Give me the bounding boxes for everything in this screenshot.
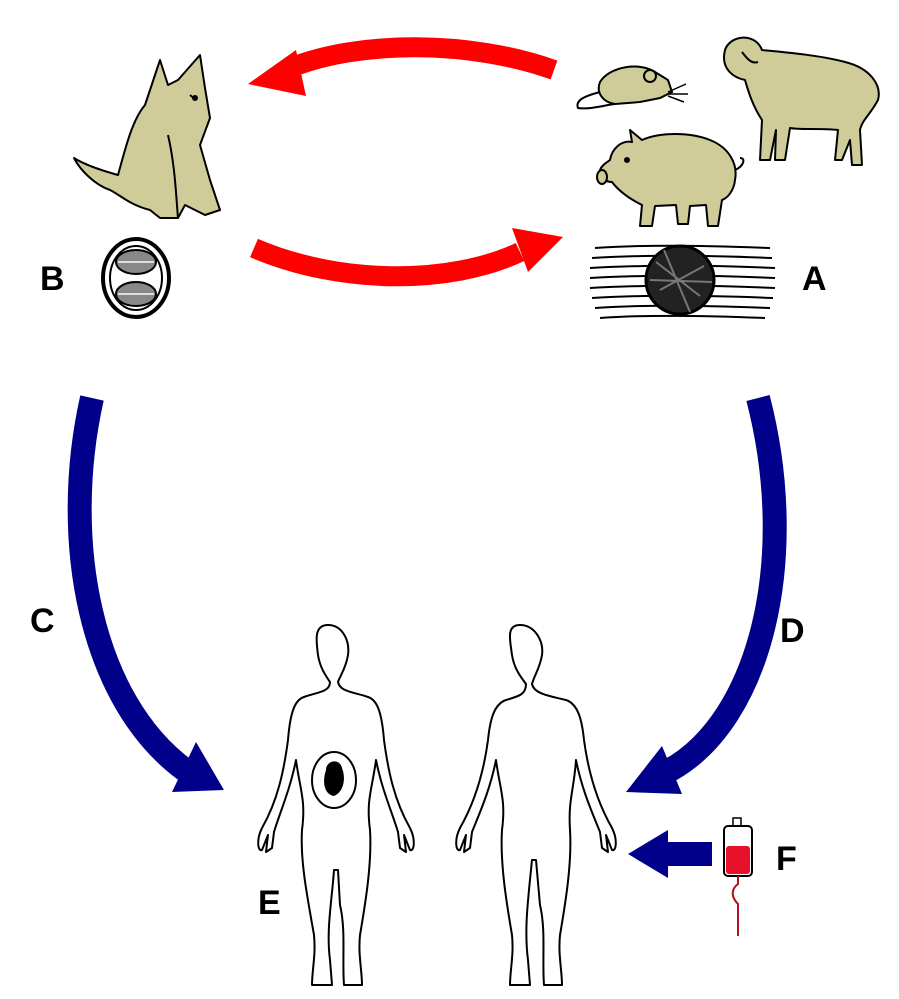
red-arrow-top [248, 47, 554, 96]
pregnant-woman-icon [258, 625, 414, 985]
cat-icon [74, 55, 220, 218]
blue-arrow-f [628, 830, 712, 878]
tissue-cyst-icon [590, 246, 775, 318]
label-c: C [30, 604, 55, 638]
red-arrow-bottom [254, 228, 563, 276]
label-d: D [780, 614, 805, 648]
sheep-icon [724, 38, 879, 165]
blue-arrow-c [80, 398, 224, 792]
mouse-icon [577, 67, 688, 109]
blood-bag-icon [724, 818, 752, 936]
label-a: A [802, 262, 827, 296]
pig-icon [597, 130, 743, 226]
oocyst-icon [103, 239, 169, 317]
blue-arrow-d [626, 398, 775, 794]
man-icon [456, 625, 616, 985]
label-e: E [258, 886, 281, 920]
label-f: F [776, 842, 797, 876]
label-b: B [40, 262, 65, 296]
